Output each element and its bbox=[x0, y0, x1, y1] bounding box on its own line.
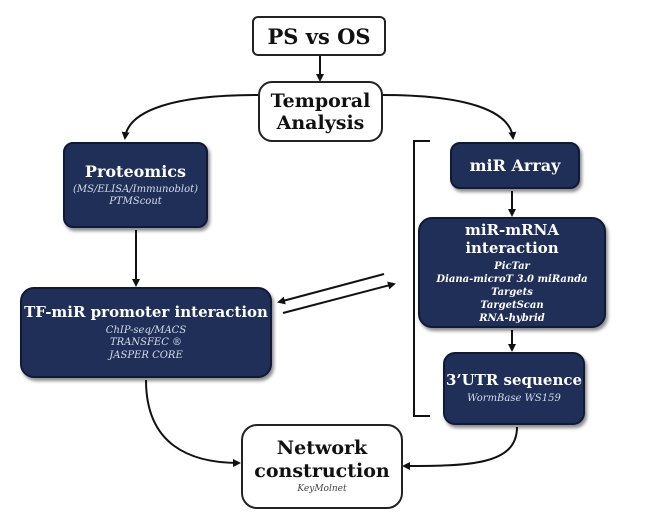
mir-array-box: miR Array bbox=[450, 142, 580, 189]
arrow-temporal-to-proteomics bbox=[121, 94, 259, 140]
mir-mrna-tool-5: RNA-hybrid bbox=[479, 312, 545, 324]
mir-mrna-interaction-box: miR-mRNA interaction PicTar Diana-microT… bbox=[418, 217, 606, 328]
utr-title: 3’UTR sequence bbox=[445, 371, 583, 390]
proteomics-box: Proteomics (MS/ELISA/Immunoblot) PTMScou… bbox=[63, 142, 208, 228]
tf-mir-promoter-box: TF-miR promoter interaction ChIP-seq/MAC… bbox=[20, 287, 272, 378]
tf-mir-tool-3: JASPER CORE bbox=[109, 349, 183, 361]
arrow-utr-to-network bbox=[402, 426, 518, 470]
mir-mrna-tool-3: Targets bbox=[491, 286, 533, 298]
network-title-line1: Network bbox=[276, 437, 368, 460]
utr-sequence-box: 3’UTR sequence WormBase WS159 bbox=[443, 352, 585, 425]
mir-mrna-title: miR-mRNA interaction bbox=[465, 220, 559, 257]
group-bracket bbox=[413, 140, 430, 417]
proteomics-method-2: PTMScout bbox=[109, 196, 162, 207]
network-title-line2: construction bbox=[254, 460, 390, 483]
temporal-analysis-box: Temporal Analysis bbox=[258, 81, 383, 142]
tf-mir-tool-1: ChIP-seq/MACS bbox=[105, 324, 187, 336]
mir-mrna-tool-2: Diana-microT 3.0 miRanda bbox=[436, 273, 588, 285]
proteomics-method-1: (MS/ELISA/Immunoblot) bbox=[72, 183, 199, 195]
mir-array-title: miR Array bbox=[469, 156, 561, 175]
network-construction-box: Network construction KeyMolnet bbox=[241, 424, 403, 509]
ps-vs-os-box: PS vs OS bbox=[252, 16, 386, 56]
arrow-temporal-to-mir-array bbox=[381, 94, 517, 140]
ps-vs-os-title: PS vs OS bbox=[267, 23, 371, 49]
mir-mrna-tool-4: TargetScan bbox=[480, 299, 544, 311]
network-tool-1: KeyMolnet bbox=[297, 484, 347, 495]
mir-mrna-tool-1: PicTar bbox=[494, 260, 530, 272]
utr-tool-1: WormBase WS159 bbox=[467, 393, 561, 405]
arrow-bracket-to-tf bbox=[277, 273, 385, 305]
temporal-analysis-title-line1: Temporal bbox=[270, 89, 371, 112]
tf-mir-title: TF-miR promoter interaction bbox=[24, 302, 268, 321]
proteomics-title: Proteomics bbox=[84, 161, 187, 181]
tf-mir-tool-2: TRANSFEC ® bbox=[109, 337, 183, 349]
temporal-analysis-title-line2: Analysis bbox=[276, 111, 365, 134]
arrow-tf-to-bracket bbox=[282, 281, 396, 314]
arrow-tf-to-network bbox=[145, 379, 241, 467]
